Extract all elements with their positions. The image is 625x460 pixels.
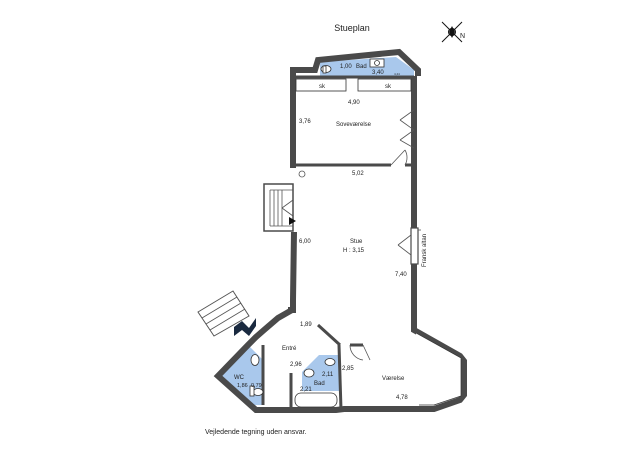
living-left-dim: 6,00 xyxy=(299,239,311,245)
wall-bath-right xyxy=(337,344,343,411)
living-ceiling: H : 3,15 xyxy=(343,248,365,254)
living-label: Stue xyxy=(350,239,363,245)
bath-bottom-fixtures xyxy=(294,358,338,408)
outer-wall-right-lower xyxy=(213,262,467,413)
bad-top-dim-b: 3,40 xyxy=(372,70,384,76)
stair-upper xyxy=(263,183,294,232)
entre-label: Entré xyxy=(282,346,297,352)
bath-top-fixtures xyxy=(320,58,385,74)
wc-label: WC xyxy=(234,375,245,381)
stair-direction-arrow xyxy=(289,217,296,225)
wc-dim-b: 0,79 xyxy=(251,383,262,389)
bad-top-label: Bad xyxy=(356,64,367,70)
bedroom-window-door xyxy=(399,109,415,149)
stair-lower xyxy=(197,290,250,337)
room-label: Værelse xyxy=(382,376,405,382)
entre-bottom-dim: 2,96 xyxy=(290,362,302,368)
living-top-dim: 5,02 xyxy=(352,171,364,177)
living-right-dim: 7,40 xyxy=(395,272,407,278)
bad-bottom-dim-b: 2,21 xyxy=(300,387,312,393)
compass-north-label: N xyxy=(460,33,465,40)
bedroom-closets xyxy=(295,78,412,92)
outer-wall-left-upper xyxy=(290,76,296,168)
closet-right-label: sk xyxy=(385,84,392,90)
bad-top-dim-a: 1,00 xyxy=(340,64,352,70)
stair-upper-steps xyxy=(269,189,294,227)
bad-bottom-dim-a: 2,11 xyxy=(322,372,334,378)
room-dim: 4,78 xyxy=(396,395,408,401)
wall-entre-top xyxy=(316,323,342,347)
bay-window xyxy=(415,332,462,406)
disclaimer-text: Vejledende tegning uden ansvar. xyxy=(205,429,307,436)
plan-title: Stueplan xyxy=(334,23,370,33)
bedroom-width: 4,90 xyxy=(348,100,360,106)
compass-rose-icon xyxy=(441,21,463,43)
bedroom-door xyxy=(390,149,408,166)
bad-bottom-label: Bad xyxy=(314,381,325,387)
bad-bottom-dim-c: 2,85 xyxy=(342,366,354,372)
bad-top-floor xyxy=(320,57,414,77)
french-balcony xyxy=(397,227,421,265)
bad-top-dim-c: 4,44 xyxy=(394,72,400,76)
bedroom-height: 3,76 xyxy=(299,119,311,125)
wc-dim-a: 1,86 xyxy=(237,383,248,389)
outer-wall-left-mid xyxy=(288,231,297,313)
entrance-arrow-icon xyxy=(234,318,256,336)
wc-fixtures xyxy=(249,354,264,397)
room-door xyxy=(349,344,371,361)
entre-top-dim: 1,89 xyxy=(300,322,312,328)
stove-pipe-icon xyxy=(298,170,306,178)
french-balcony-label: Fransk altan xyxy=(422,234,428,267)
outer-wall-top xyxy=(290,48,421,76)
closet-left-label: sk xyxy=(319,84,326,90)
bedroom-label: Soveværelse xyxy=(336,122,372,128)
